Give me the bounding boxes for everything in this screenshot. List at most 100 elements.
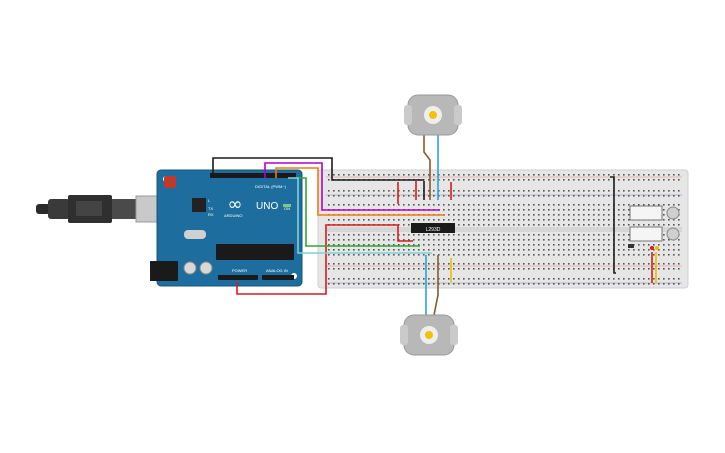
- breadboard-hole: [493, 214, 495, 216]
- breadboard-hole: [573, 224, 575, 226]
- breadboard-hole: [603, 268, 605, 270]
- breadboard-hole: [373, 263, 375, 265]
- breadboard-hole: [493, 254, 495, 256]
- breadboard-hole: [423, 239, 425, 241]
- breadboard-hole: [383, 234, 385, 236]
- breadboard-hole: [673, 283, 675, 285]
- breadboard-hole: [493, 249, 495, 251]
- breadboard-hole: [663, 239, 665, 241]
- breadboard-hole: [638, 224, 640, 226]
- breadboard-hole: [678, 190, 680, 192]
- breadboard-hole: [508, 239, 510, 241]
- breadboard-hole: [443, 239, 445, 241]
- breadboard-hole: [473, 283, 475, 285]
- breadboard-hole: [383, 283, 385, 285]
- breadboard-hole: [478, 239, 480, 241]
- breadboard-hole: [388, 204, 390, 206]
- breadboard-hole: [553, 209, 555, 211]
- breadboard-hole: [463, 219, 465, 221]
- breadboard-hole: [503, 239, 505, 241]
- breadboard-hole: [413, 249, 415, 251]
- breadboard-hole: [478, 179, 480, 181]
- breadboard-hole: [573, 234, 575, 236]
- breadboard-hole: [488, 254, 490, 256]
- breadboard-hole: [648, 249, 650, 251]
- breadboard-hole: [493, 209, 495, 211]
- breadboard-hole: [473, 209, 475, 211]
- breadboard-hole: [513, 268, 515, 270]
- breadboard-hole: [528, 214, 530, 216]
- breadboard-hole: [663, 249, 665, 251]
- breadboard-hole: [628, 174, 630, 176]
- breadboard-hole: [363, 283, 365, 285]
- breadboard-hole: [523, 234, 525, 236]
- breadboard-hole: [558, 204, 560, 206]
- breadboard-hole: [458, 204, 460, 206]
- breadboard-hole: [578, 179, 580, 181]
- breadboard-hole: [453, 254, 455, 256]
- breadboard-hole: [543, 204, 545, 206]
- breadboard-hole: [618, 195, 620, 197]
- breadboard-hole: [673, 174, 675, 176]
- breadboard-hole: [418, 268, 420, 270]
- breadboard-hole: [643, 249, 645, 251]
- breadboard-hole: [473, 190, 475, 192]
- breadboard-hole: [533, 214, 535, 216]
- breadboard-hole: [558, 209, 560, 211]
- breadboard-hole: [473, 219, 475, 221]
- breadboard-hole: [433, 179, 435, 181]
- breadboard-hole: [668, 263, 670, 265]
- breadboard-hole: [428, 249, 430, 251]
- breadboard-hole: [588, 239, 590, 241]
- breadboard-hole: [353, 204, 355, 206]
- breadboard-hole: [648, 204, 650, 206]
- breadboard-hole: [408, 190, 410, 192]
- breadboard-hole: [588, 195, 590, 197]
- breadboard-hole: [403, 219, 405, 221]
- breadboard-hole: [553, 174, 555, 176]
- breadboard-hole: [383, 204, 385, 206]
- breadboard-hole: [518, 204, 520, 206]
- breadboard-hole: [633, 190, 635, 192]
- breadboard-hole: [408, 239, 410, 241]
- breadboard-hole: [673, 179, 675, 181]
- breadboard-hole: [588, 219, 590, 221]
- breadboard-hole: [373, 278, 375, 280]
- breadboard-hole: [603, 174, 605, 176]
- breadboard-hole: [598, 268, 600, 270]
- breadboard-hole: [343, 254, 345, 256]
- breadboard-hole: [358, 219, 360, 221]
- breadboard-hole: [618, 268, 620, 270]
- breadboard-hole: [363, 219, 365, 221]
- breadboard-hole: [553, 263, 555, 265]
- breadboard-hole: [653, 278, 655, 280]
- breadboard-hole: [628, 224, 630, 226]
- breadboard-hole: [493, 278, 495, 280]
- breadboard-hole: [578, 283, 580, 285]
- breadboard-hole: [578, 214, 580, 216]
- breadboard-hole: [443, 254, 445, 256]
- breadboard-hole: [493, 174, 495, 176]
- breadboard-hole: [483, 190, 485, 192]
- breadboard-hole: [538, 249, 540, 251]
- chip-label: L293D: [426, 227, 441, 233]
- breadboard-hole: [633, 268, 635, 270]
- breadboard-hole: [378, 174, 380, 176]
- breadboard-hole: [398, 174, 400, 176]
- breadboard-hole: [383, 244, 385, 246]
- breadboard-hole: [663, 204, 665, 206]
- breadboard-hole: [578, 174, 580, 176]
- breadboard-hole: [368, 219, 370, 221]
- breadboard-hole: [333, 174, 335, 176]
- breadboard-hole: [568, 234, 570, 236]
- breadboard-hole: [638, 278, 640, 280]
- breadboard-hole: [548, 249, 550, 251]
- breadboard-hole: [368, 249, 370, 251]
- breadboard-hole: [613, 174, 615, 176]
- arduino-brand: ARDUINO: [224, 213, 242, 218]
- breadboard-hole: [338, 249, 340, 251]
- breadboard-hole: [653, 244, 655, 246]
- reset-button[interactable]: [164, 176, 176, 188]
- breadboard-hole: [533, 179, 535, 181]
- breadboard-hole: [343, 174, 345, 176]
